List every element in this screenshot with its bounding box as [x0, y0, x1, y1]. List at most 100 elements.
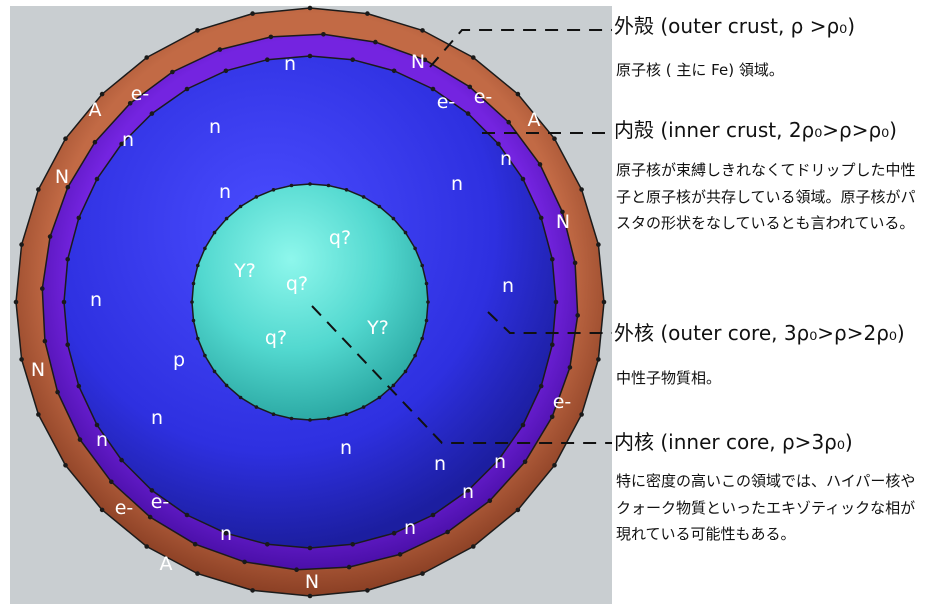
vertex-dot — [326, 183, 331, 188]
inner-core-particle-label: q? — [329, 227, 351, 249]
vertex-dot — [550, 257, 555, 262]
crust-particle-label: N — [305, 571, 319, 593]
vertex-dot — [538, 383, 544, 389]
vertex-dot — [487, 498, 493, 504]
crust-particle-label: e- — [553, 391, 572, 413]
vertex-dot — [99, 91, 105, 97]
vertex-dot — [426, 300, 430, 304]
vertex-dot — [289, 183, 294, 188]
vertex-dot — [596, 242, 601, 247]
vertex-dot — [55, 389, 60, 395]
crust-particle-label: N — [556, 211, 570, 233]
vertex-dot — [238, 204, 243, 209]
vertex-dot — [203, 246, 207, 251]
vertex-dot — [238, 395, 243, 400]
vertex-dot — [223, 68, 229, 74]
vertex-dot — [127, 101, 133, 106]
vertex-dot — [308, 418, 312, 422]
vertex-dot — [465, 111, 471, 116]
vertex-dot — [144, 544, 149, 549]
vertex-dot — [289, 416, 294, 421]
vertex-dot — [212, 230, 217, 235]
inner-core-description: 特に密度の高いこの領域では、ハイパー核やクォーク物質といったエキゾティックな相が… — [616, 472, 916, 543]
vertex-dot — [77, 437, 83, 442]
crust-particle-label: n — [96, 429, 108, 451]
vertex-dot — [391, 68, 397, 74]
vertex-dot — [212, 369, 217, 374]
inner-crust-title: 内殻 (inner crust, 2ρ₀>ρ>ρ₀) — [614, 118, 897, 142]
vertex-dot — [195, 571, 200, 576]
vertex-dot — [184, 512, 190, 518]
outer-core-particle-label: n — [502, 275, 514, 297]
vertex-dot — [19, 242, 24, 247]
leader-line-outer-core — [487, 311, 612, 334]
vertex-dot — [506, 119, 512, 125]
vertex-dot — [520, 422, 526, 428]
vertex-dot — [321, 32, 326, 37]
vertex-dot — [515, 91, 521, 97]
vertex-dot — [13, 299, 19, 305]
crust-particle-label: N — [55, 166, 69, 188]
vertex-dot — [377, 395, 382, 400]
vertex-dot — [195, 28, 200, 33]
vertex-dot — [420, 571, 425, 576]
vertex-dot — [307, 5, 313, 11]
vertex-dot — [224, 216, 229, 221]
vertex-dot — [65, 257, 70, 262]
crust-particle-label: N — [411, 51, 425, 73]
vertex-dot — [553, 299, 559, 305]
vertex-dot — [365, 588, 370, 593]
outer-core-particle-label: p — [173, 349, 185, 371]
vertex-dot — [471, 544, 476, 549]
vertex-dot — [76, 215, 82, 221]
crust-particle-label: e- — [474, 86, 493, 108]
vertex-dot — [496, 141, 501, 147]
inner-crust-description: 原子核が束縛しきれなくてドリップした中性子と原子核が共存している領域。原子核がパ… — [616, 161, 916, 232]
inner-core-title: 内核 (inner core, ρ>3ρ₀) — [614, 430, 853, 454]
vertex-dot — [391, 383, 396, 388]
crust-particle-label: A — [89, 99, 102, 121]
vertex-dot — [422, 57, 428, 63]
vertex-dot — [413, 246, 417, 251]
outer-core-particle-label: n — [451, 173, 463, 195]
vertex-dot — [250, 588, 255, 593]
vertex-dot — [149, 111, 155, 116]
outer-crust-description: 原子核 ( 主に Fe) 領域。 — [616, 61, 784, 79]
vertex-dot — [191, 281, 196, 286]
outer-core-particle-label: n — [209, 116, 221, 138]
outer-core-particle-label: n — [219, 181, 231, 203]
crust-particle-label: e- — [131, 83, 150, 105]
vertex-dot — [373, 39, 378, 45]
vertex-dot — [307, 53, 313, 59]
vertex-dot — [76, 383, 82, 389]
vertex-dot — [184, 86, 190, 92]
vertex-dot — [403, 230, 408, 235]
vertex-dot — [307, 593, 313, 599]
vertex-dot — [63, 463, 68, 468]
vertex-dot — [109, 479, 114, 485]
vertex-dot — [271, 412, 276, 417]
vertex-dot — [65, 184, 71, 190]
vertex-dot — [552, 136, 557, 141]
vertex-dot — [346, 564, 352, 570]
outer-crust-title: 外殻 (outer crust, ρ >ρ₀) — [614, 14, 855, 38]
vertex-dot — [308, 182, 312, 186]
vertex-dot — [596, 357, 601, 362]
vertex-dot — [424, 318, 429, 323]
vertex-dot — [344, 188, 349, 192]
crust-particle-label: n — [284, 53, 296, 75]
vertex-dot — [549, 414, 555, 420]
vertex-dot — [520, 176, 526, 182]
vertex-dot — [203, 353, 207, 358]
vertex-dot — [224, 383, 229, 388]
layer-vertex-dots — [13, 5, 607, 599]
outer-core-title: 外核 (outer core, 3ρ₀>ρ>2ρ₀) — [614, 321, 905, 345]
vertex-dot — [413, 353, 417, 358]
crust-particle-label: e- — [151, 491, 170, 513]
outer-core-particle-label: n — [151, 407, 163, 429]
vertex-dot — [467, 84, 473, 90]
crust-particle-label: n — [494, 451, 506, 473]
vertex-dot — [391, 530, 397, 536]
vertex-dot — [579, 412, 584, 417]
